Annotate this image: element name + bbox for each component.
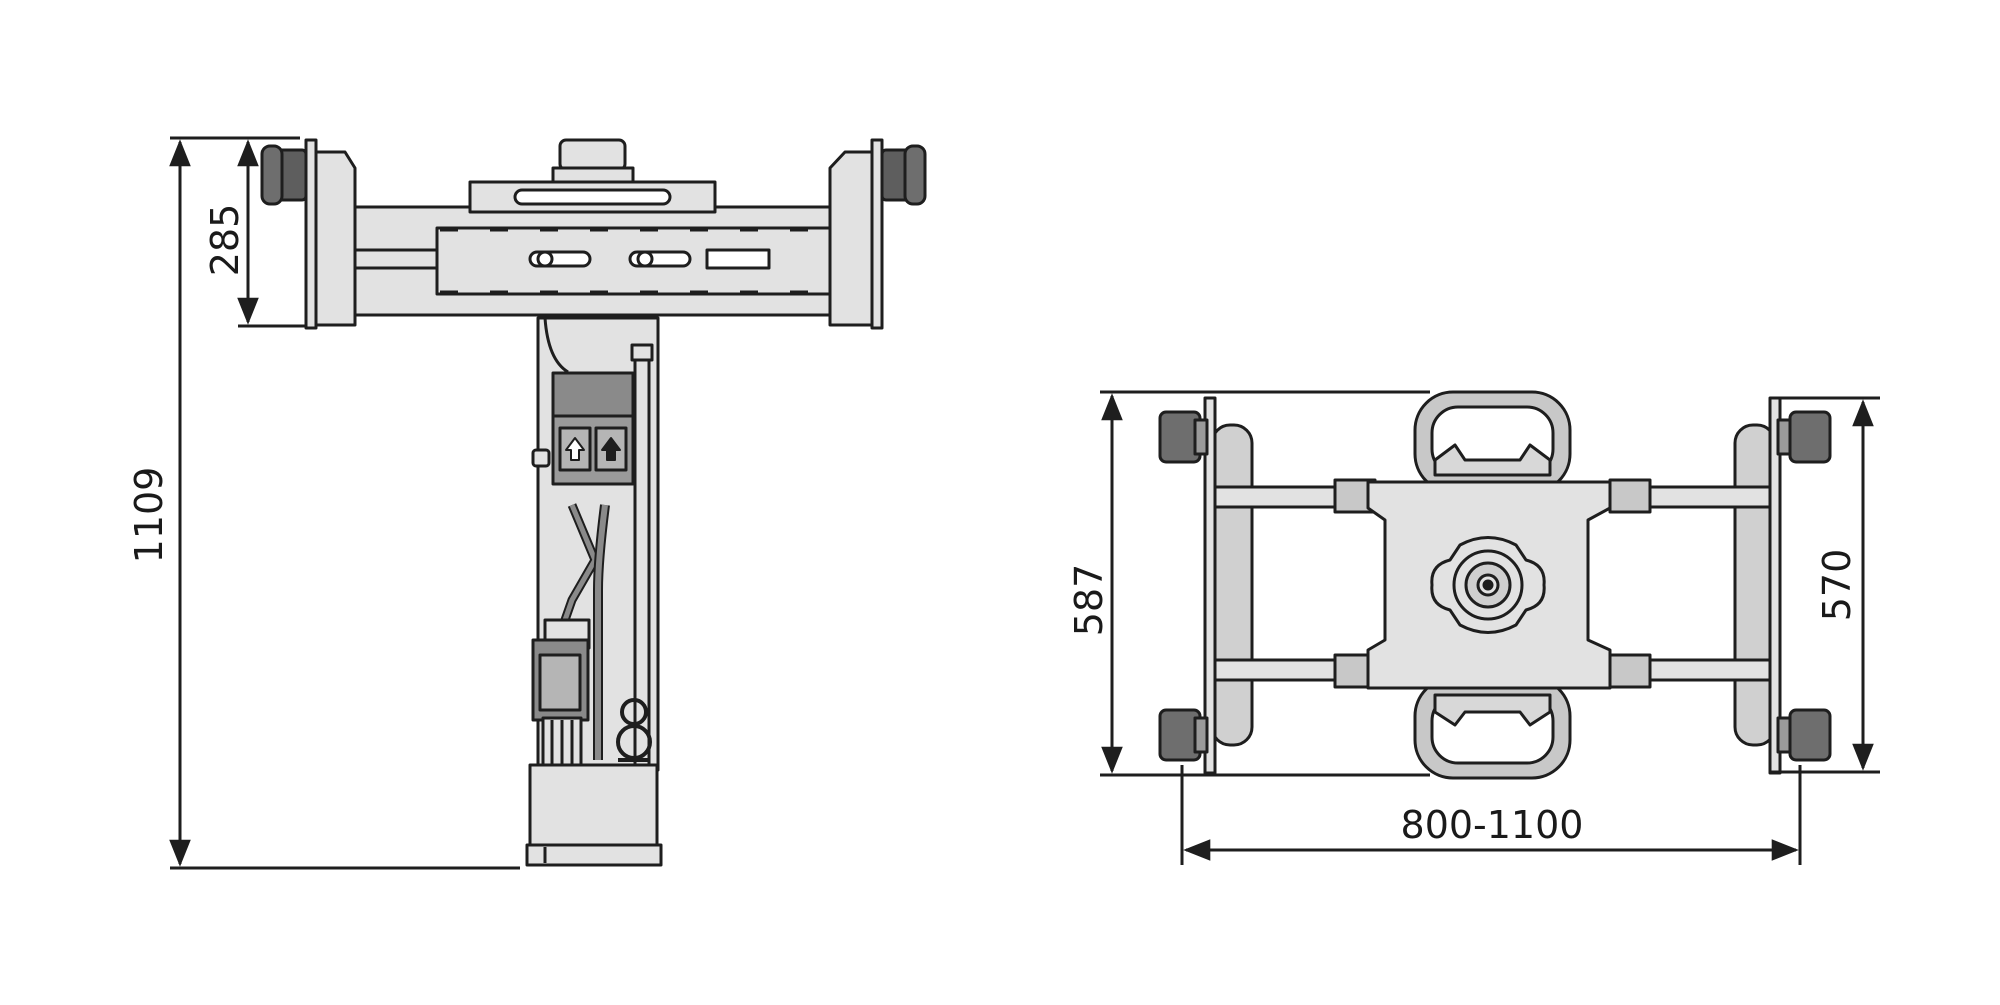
rotary-hub: [1430, 536, 1546, 634]
handle-top: [1413, 390, 1572, 494]
dim-depth-outer: 587: [1067, 564, 1111, 637]
top-dimensions: [1100, 390, 1880, 865]
motor: [531, 618, 591, 770]
dim-depth-inner: 570: [1815, 549, 1859, 622]
hook: [616, 698, 652, 762]
levers: [560, 503, 610, 760]
control-box: [531, 371, 635, 486]
top-view: [1158, 390, 1832, 780]
top-clamp: [468, 138, 717, 214]
dim-width-range: 800-1100: [1401, 803, 1584, 847]
arrow-up-filled-icon: [601, 437, 621, 461]
side-dimensions: [169, 136, 520, 870]
dim-total-height: 1109: [127, 467, 171, 564]
top-arm: [348, 205, 837, 317]
wheels: [1158, 410, 1832, 762]
arrow-up-outline-icon: [565, 437, 585, 461]
left-end-plate: [260, 138, 357, 330]
dim-upper-height: 285: [203, 204, 247, 277]
right-end-plate: [828, 138, 927, 330]
side-view: [260, 138, 927, 867]
handle-bottom: [1413, 676, 1572, 780]
base: [525, 763, 663, 867]
left-side-plate: [1203, 396, 1217, 775]
